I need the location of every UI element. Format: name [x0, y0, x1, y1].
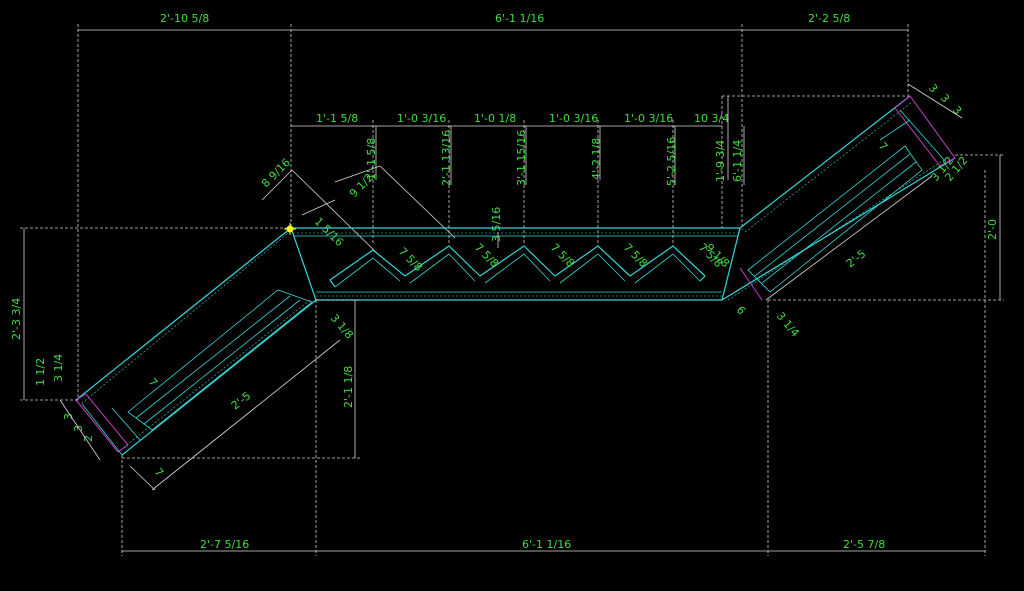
top-dim-left: 2'-10 5/8 — [160, 12, 209, 25]
top-dimension-row: 2'-10 5/8 6'-1 1/16 2'-2 5/8 — [77, 12, 909, 400]
vert-dim-4: 4'-2 1/8 — [590, 138, 603, 180]
vert-dim-2: 2'-1 13/16 — [440, 130, 453, 186]
right-small-7: 6 — [734, 304, 748, 318]
vert-dim-3: 3'-1 15/16 — [515, 130, 528, 186]
left-small-3: 3 — [62, 413, 75, 420]
right-len-dim: 2'-5 — [844, 247, 869, 270]
chord-dim-5: 1'-0 3/16 — [624, 112, 673, 125]
web-dim-2: 7 5/8 — [472, 241, 501, 270]
web-dim-1: 7 5/8 — [396, 245, 425, 274]
vert-dim-6: 1'-9 3/4 — [714, 140, 727, 182]
web-dim-3: 7 5/8 — [548, 241, 577, 270]
top-chord[interactable] — [291, 227, 740, 237]
left-small-4: 3 — [72, 425, 85, 432]
chord-dim-1: 1'-1 5/8 — [316, 112, 358, 125]
bottom-dim-left: 2'-7 5/16 — [200, 538, 249, 551]
top-dim-center: 6'-1 1/16 — [495, 12, 544, 25]
chord-dim-2: 1'-0 3/16 — [397, 112, 446, 125]
right-small-1: 3 — [926, 82, 940, 96]
left-drop-dim: 2'-1 1/8 — [342, 366, 355, 408]
bottom-dimension-row: 2'-7 5/16 6'-1 1/16 2'-5 7/8 — [121, 170, 986, 556]
vert-dim-1: 1'-1 5/8 — [365, 138, 378, 180]
right-7-dim: 7 — [876, 140, 890, 154]
web-members[interactable] — [329, 245, 706, 288]
misc-dim-a1: 8 9/16 — [259, 156, 293, 190]
left-small-5: 2 — [82, 435, 95, 442]
bottom-chord[interactable] — [316, 291, 722, 301]
right-small-2: 3 — [938, 92, 952, 106]
misc-dim-a4: 3 5/16 — [490, 207, 503, 242]
bottom-dim-right: 2'-5 7/8 — [843, 538, 885, 551]
left-small-2: 3 1/4 — [52, 354, 65, 382]
top-dim-right: 2'-2 5/8 — [808, 12, 850, 25]
left-height-dim: 2'-3 3/4 — [10, 298, 23, 340]
vert-dim-5: 5'-2 5/16 — [665, 137, 678, 186]
chord-dim-6: 10 3/4 — [694, 112, 729, 125]
left-sloped-segment[interactable] — [75, 227, 317, 456]
chord-dim-4: 1'-0 3/16 — [549, 112, 598, 125]
left-small-1: 1 1/2 — [34, 358, 47, 386]
left-small-6: 3 1/8 — [328, 312, 356, 342]
left-segment-dims: 2'-3 3/4 2'-1 1/8 2'-5 7 7 1 1/2 3 1/4 3… — [10, 227, 360, 491]
vert-dim-7: 6'-1 1/4 — [731, 140, 744, 182]
right-small-6: 3 1/4 — [774, 310, 802, 340]
left-diagonal-dimensions: 8 9/16 9 1/2 1 5/16 — [259, 156, 456, 257]
left-len-dim: 2'-5 — [229, 389, 254, 412]
selected-node-marker[interactable] — [284, 223, 296, 235]
chord-panel-dimensions: 1'-1 5/8 1'-0 3/16 1'-0 1/8 1'-0 3/16 1'… — [291, 95, 910, 245]
misc-dim-a3: 1 5/16 — [312, 215, 346, 249]
left-7b-dim: 7 — [152, 466, 166, 480]
vertical-panel-dimensions: 1'-1 5/8 2'-1 13/16 3'-1 15/16 4'-2 1/8 … — [365, 96, 745, 248]
bottom-dim-center: 6'-1 1/16 — [522, 538, 571, 551]
right-height-dim: 2'-0 — [986, 219, 999, 240]
chord-dim-3: 1'-0 1/8 — [474, 112, 516, 125]
right-sloped-segment[interactable] — [721, 95, 956, 301]
